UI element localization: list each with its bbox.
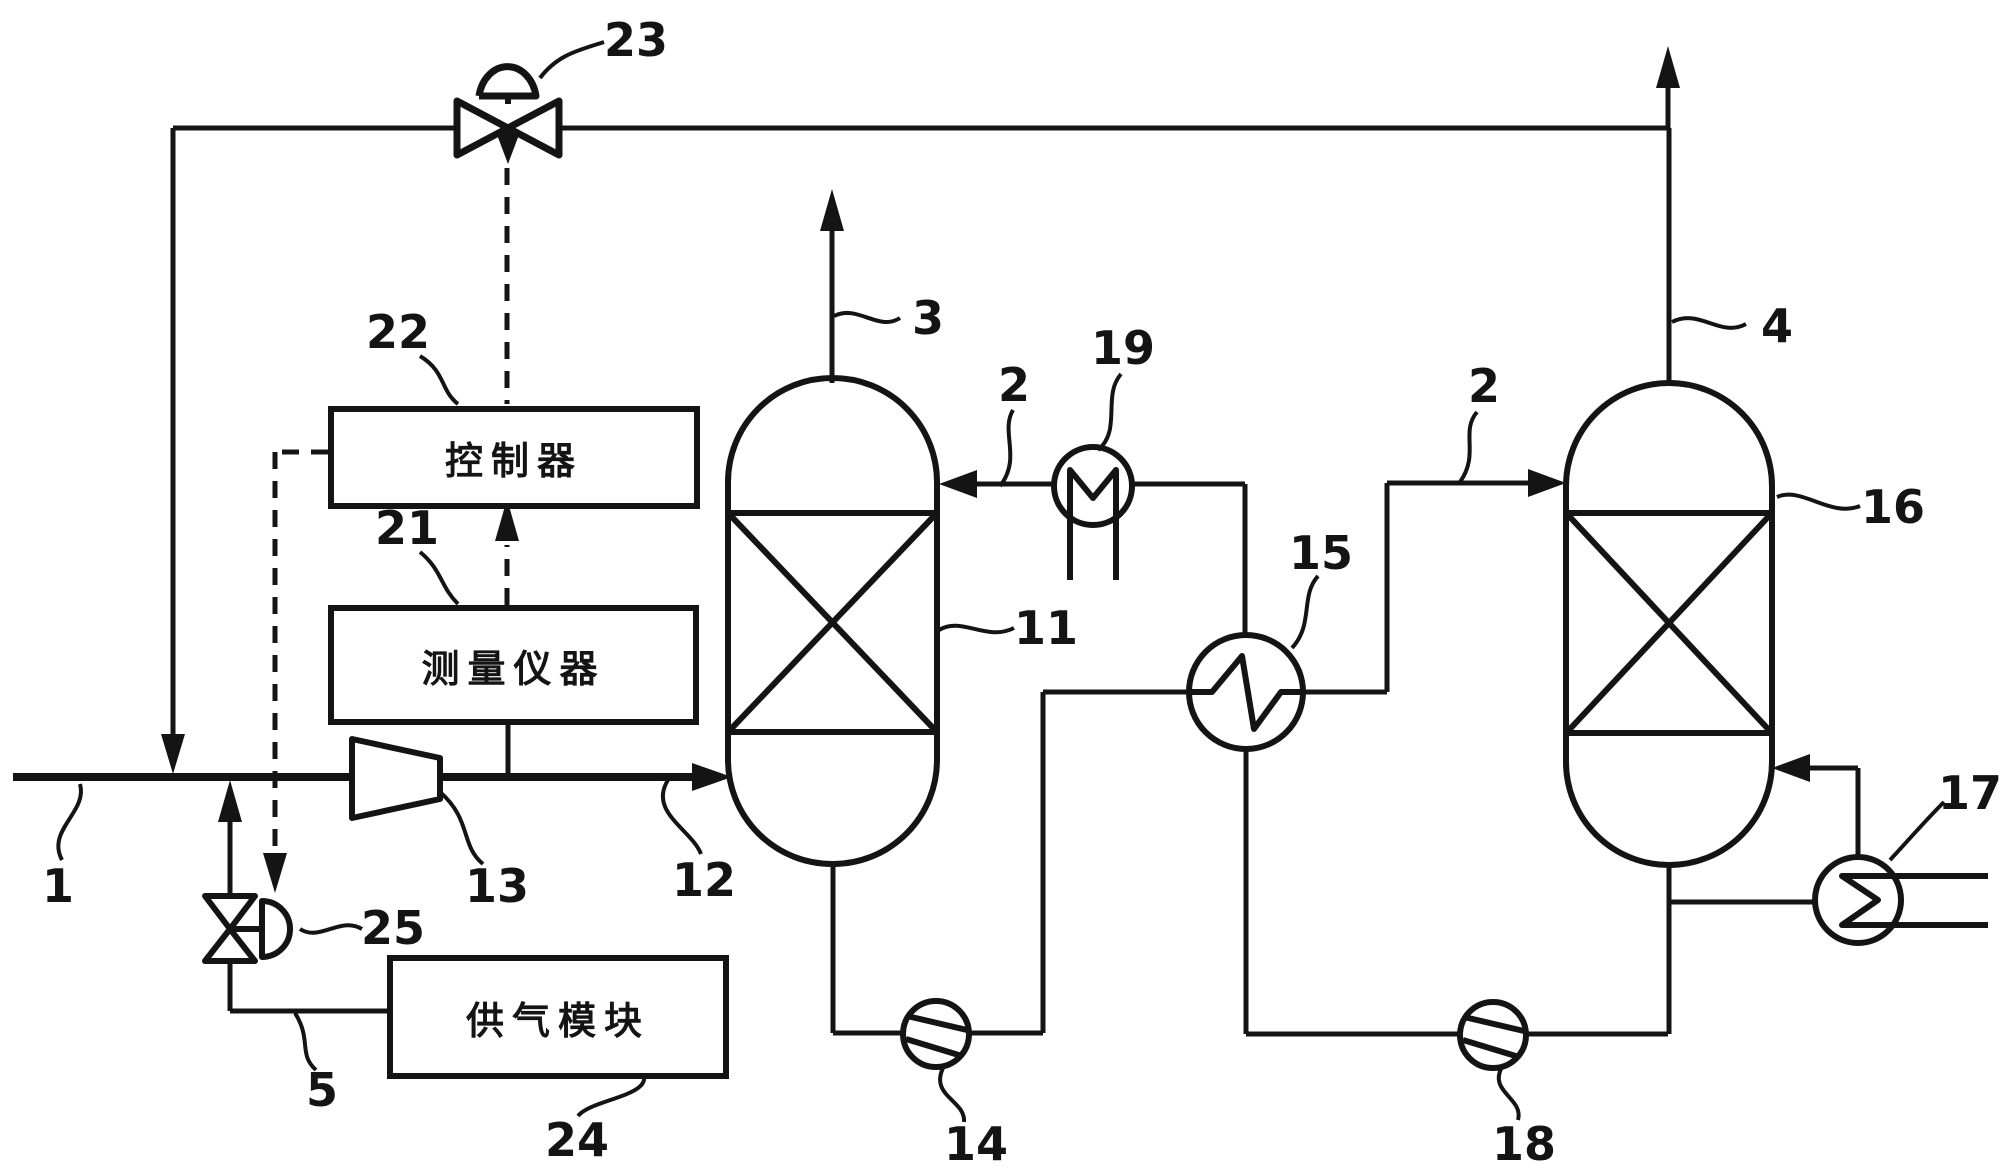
ref-label-4: 4 xyxy=(1760,299,1794,353)
ref-label-18: 18 xyxy=(1491,1117,1557,1168)
ref-label-15: 15 xyxy=(1288,526,1354,580)
gas-supply-module-box-label: 供气模块 xyxy=(465,998,650,1043)
rich-solvent-line xyxy=(830,469,1566,1036)
reboiler-17 xyxy=(1812,854,1988,946)
compressor-13 xyxy=(349,736,443,821)
control-valve-23 xyxy=(453,63,563,164)
measuring-instrument-box: 测量仪器 xyxy=(328,605,699,725)
ref-label-16: 16 xyxy=(1860,480,1926,534)
ref-label-1: 1 xyxy=(41,859,75,913)
ref-label-23: 23 xyxy=(603,13,669,67)
column-11 xyxy=(725,375,940,867)
stream-3-line xyxy=(820,189,844,383)
ref-label-25: 25 xyxy=(360,901,426,955)
controller-box-label: 控制器 xyxy=(444,439,583,483)
ref-label-21: 21 xyxy=(374,501,440,555)
control-signal-arrowheads xyxy=(263,499,519,893)
supply-valve-25 xyxy=(202,893,293,964)
heat-exchanger-19 xyxy=(1051,444,1135,580)
ref-label-19: 19 xyxy=(1090,321,1156,375)
measuring-instrument-box-label: 测量仪器 xyxy=(421,646,606,691)
ref-label-5: 5 xyxy=(305,1063,339,1117)
controller-box: 控制器 xyxy=(328,406,700,509)
ref-label-17: 17 xyxy=(1937,766,2000,820)
control-signal-lines xyxy=(272,168,510,850)
pump-18 xyxy=(1457,999,1529,1071)
leader-lines xyxy=(56,40,1946,1123)
gas-supply-module-box: 供气模块 xyxy=(387,955,729,1079)
ref-label-24: 24 xyxy=(544,1113,610,1167)
ref-label-14: 14 xyxy=(943,1117,1009,1168)
lean-solvent-line-to-column-11 xyxy=(939,470,1248,636)
pump-14 xyxy=(900,998,972,1070)
ref-label-13: 13 xyxy=(464,859,530,913)
column-16 xyxy=(1563,380,1775,868)
recycle-line xyxy=(161,125,1668,774)
ref-label-2b: 2 xyxy=(1467,359,1501,413)
heat-exchanger-15 xyxy=(1186,632,1306,1034)
feed-line xyxy=(13,763,732,791)
ref-label-11: 11 xyxy=(1013,601,1079,655)
reboiler-17-circuit xyxy=(1669,754,1861,905)
ref-label-12: 12 xyxy=(671,853,737,907)
gas-supply-line xyxy=(218,780,387,1014)
stream-4-line xyxy=(1656,46,1680,383)
ref-label-3: 3 xyxy=(911,291,945,345)
lean-solvent-line xyxy=(1246,865,1672,1037)
ref-label-22: 22 xyxy=(365,305,431,359)
ref-label-2a: 2 xyxy=(997,358,1031,412)
